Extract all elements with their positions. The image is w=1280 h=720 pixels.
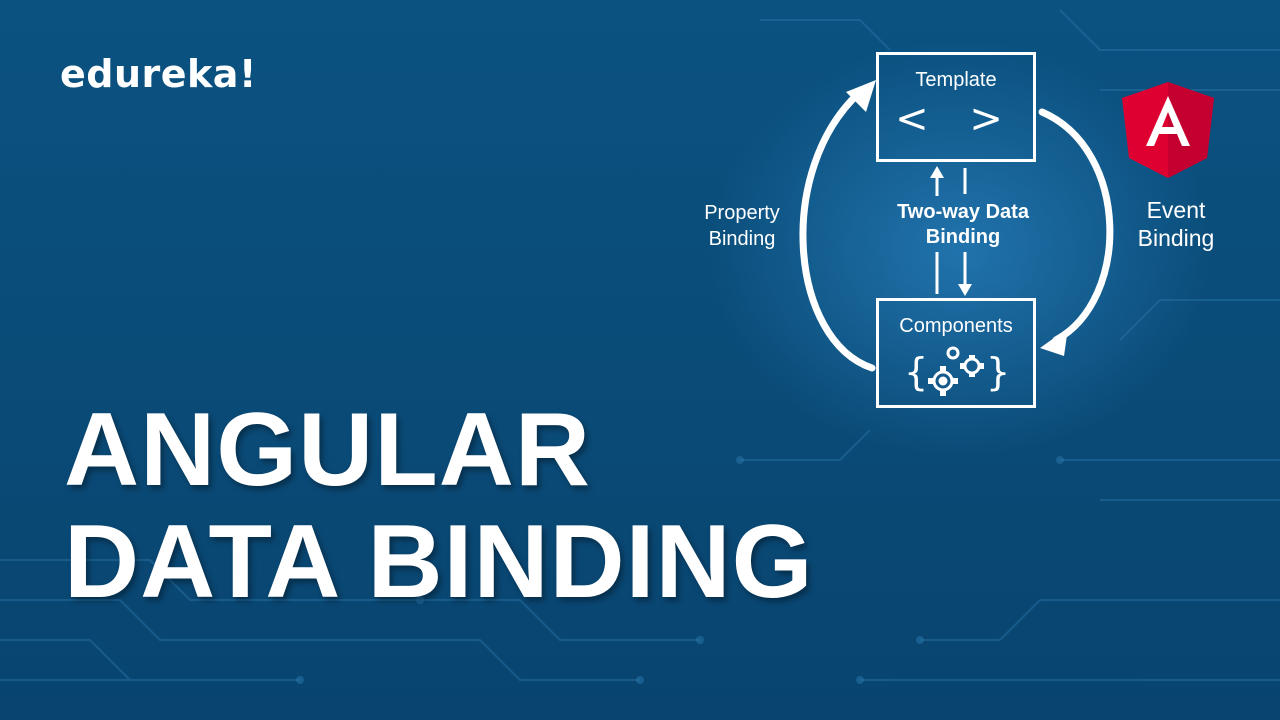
title-line-2: DATA BINDING: [64, 504, 814, 620]
property-binding-label: Property Binding: [704, 202, 780, 250]
property-arrowhead: [846, 80, 876, 112]
angular-shield-icon: [1122, 82, 1214, 178]
edureka-logo: edureka!: [60, 52, 257, 96]
left-brace-icon: {: [904, 350, 929, 394]
title-line-1: ANGULAR: [64, 392, 591, 508]
property-binding-arrow: [799, 88, 876, 372]
two-way-binding-label: Two-way Data Binding: [897, 201, 1029, 248]
code-brackets-icon: < >: [895, 96, 1017, 142]
template-box: Template < >: [876, 52, 1036, 162]
up-arrowhead: [930, 166, 944, 178]
components-label: Components: [899, 315, 1013, 337]
right-brace-icon: }: [986, 350, 1011, 394]
template-label: Template: [915, 69, 997, 91]
components-box: Components: [876, 298, 1036, 408]
down-arrowhead: [958, 284, 972, 296]
event-binding-label: Event Binding: [1137, 197, 1215, 251]
event-binding-arrow: [1038, 108, 1114, 344]
event-arrowhead: [1040, 328, 1068, 356]
